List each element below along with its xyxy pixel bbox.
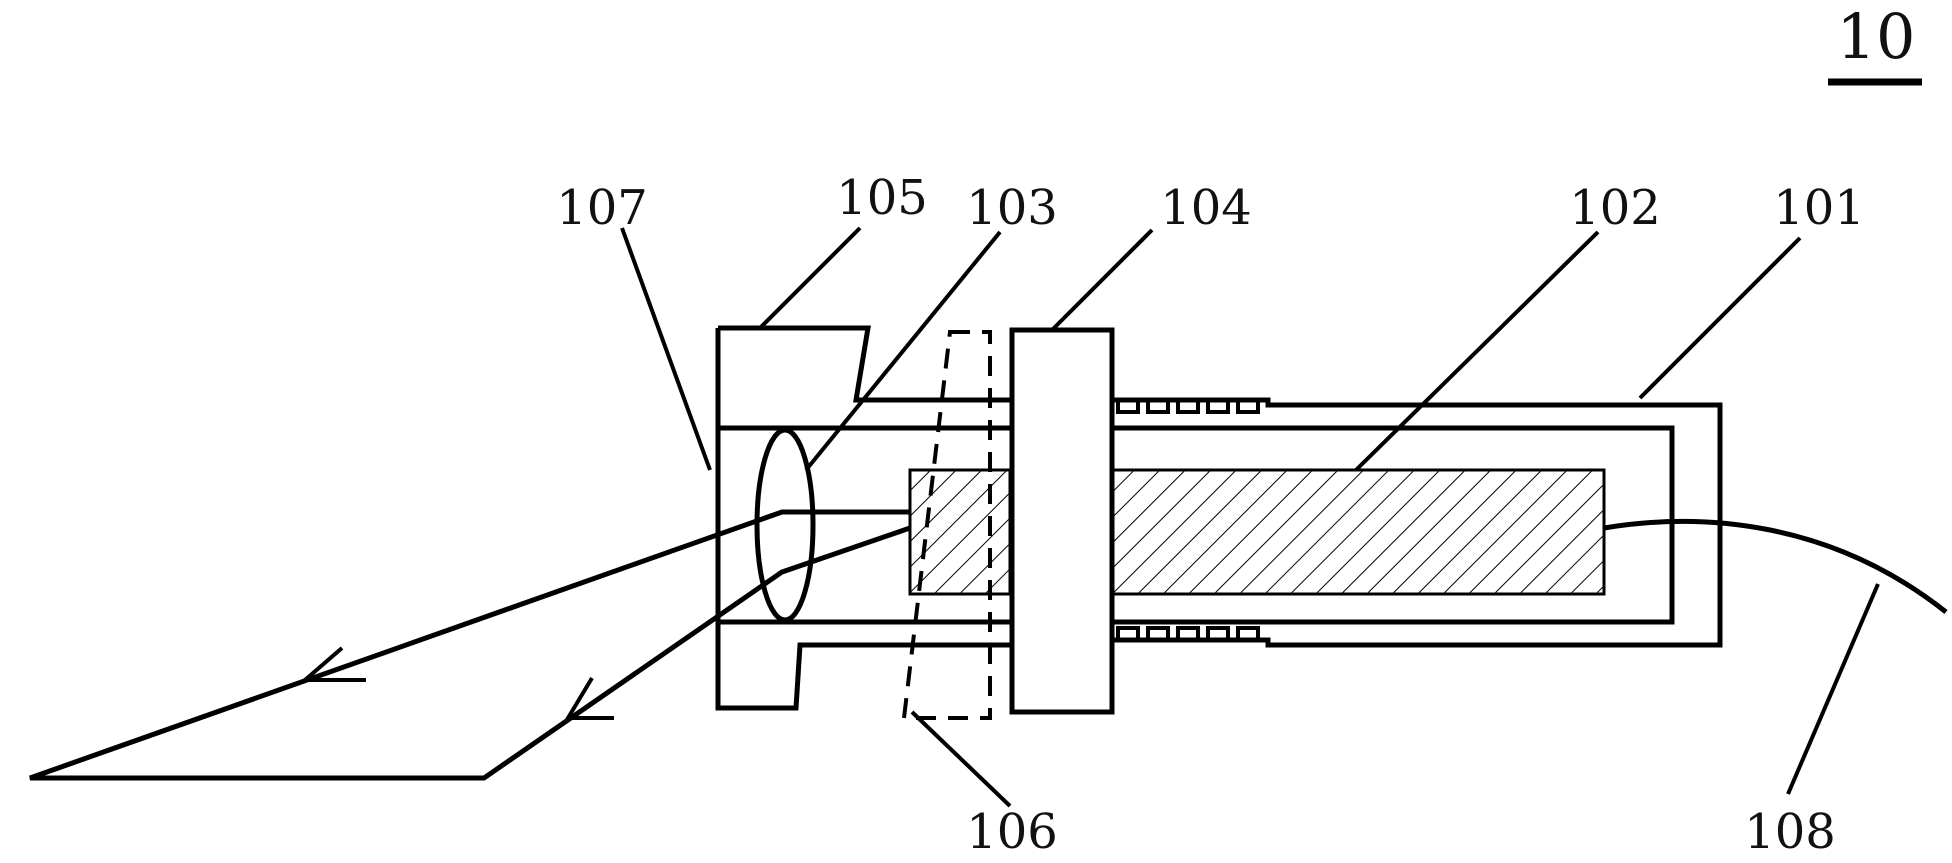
- label-105: 105: [836, 170, 928, 226]
- inner-tube: [1110, 425, 1675, 625]
- figure-number: 10: [1837, 0, 1916, 73]
- label-101: 101: [1773, 180, 1865, 236]
- label-106: 106: [966, 804, 1058, 860]
- flange-104: [1009, 327, 1115, 715]
- lens-103: [754, 427, 816, 623]
- label-107: 107: [556, 180, 648, 236]
- label-103: 103: [966, 180, 1058, 236]
- label-108: 108: [1744, 804, 1836, 860]
- dashed-region-106: [901, 330, 992, 720]
- crystal-rod-102: [1110, 468, 1606, 596]
- leader-lines: [620, 226, 1880, 808]
- label-102: 102: [1569, 180, 1661, 236]
- label-104: 104: [1160, 180, 1252, 236]
- crystal-rod-front: [908, 468, 1012, 596]
- end-cap-105: [715, 325, 1012, 711]
- output-beam: [29, 509, 911, 781]
- fiber-108: [1603, 518, 1948, 614]
